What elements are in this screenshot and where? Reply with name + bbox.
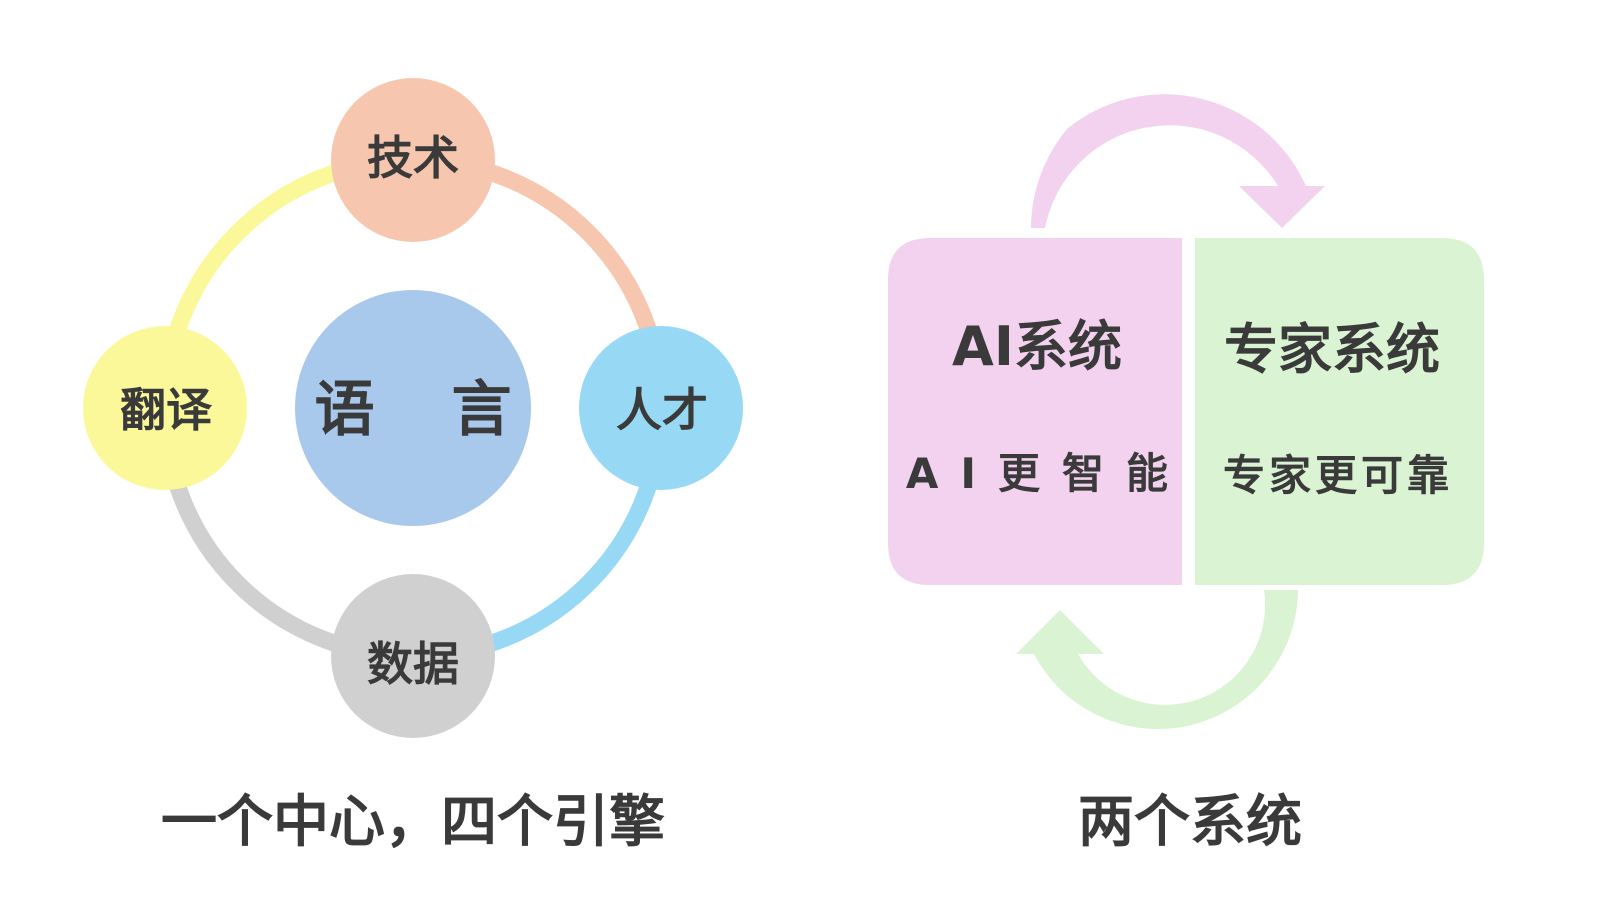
node-circle-right	[579, 326, 743, 490]
node-circle-bottom	[331, 574, 495, 738]
expert-box	[1195, 238, 1484, 585]
center-circle	[295, 290, 531, 526]
node-label-right: 人才	[616, 383, 708, 437]
center-label: 语 言	[314, 375, 540, 445]
node-label-left: 翻译	[120, 383, 212, 437]
node-circle-left	[83, 326, 247, 490]
expert-box-subtitle: 专家更可靠	[1222, 451, 1454, 500]
right-caption: 两个系统	[1078, 790, 1302, 855]
ai-box-title: AI系统	[952, 315, 1122, 378]
node-circle-top	[331, 78, 495, 242]
ai-box-subtitle: AI更智能	[905, 449, 1191, 498]
bottom-cycle-arrow	[1016, 590, 1298, 730]
node-label-bottom: 数据	[367, 637, 459, 691]
ai-box	[888, 238, 1182, 585]
node-label-top: 技术	[367, 131, 459, 185]
left-caption: 一个中心，四个引擎	[161, 790, 665, 855]
expert-box-title: 专家系统	[1224, 318, 1440, 381]
top-cycle-arrow	[1031, 94, 1325, 228]
